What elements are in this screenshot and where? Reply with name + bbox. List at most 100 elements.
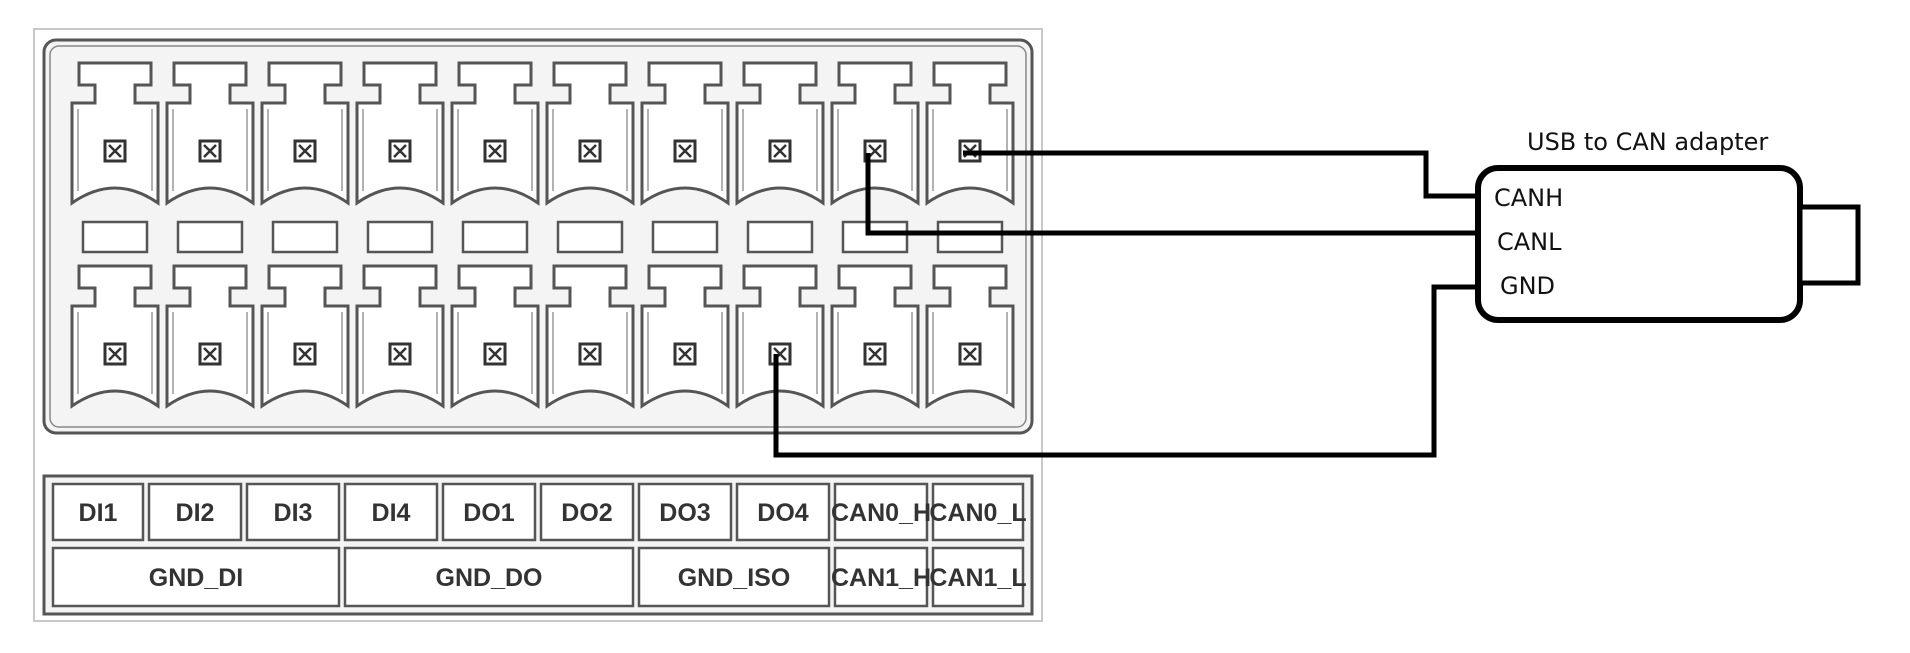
screw-cross	[488, 347, 502, 361]
terminal-housing	[165, 61, 255, 206]
top-terminal-3	[260, 61, 350, 206]
terminal-label-di4: DI4	[372, 499, 411, 527]
terminal-inner-edge	[457, 109, 533, 191]
terminal-inner-edge	[742, 312, 818, 394]
terminal-inner-edge	[172, 109, 248, 191]
screw-cross	[298, 347, 312, 361]
label-cell	[735, 482, 831, 542]
wire-gnd	[773, 284, 1478, 458]
connector-inner-shell	[49, 45, 1027, 428]
terminal-housing	[260, 61, 350, 206]
terminal-inner-edge	[77, 312, 153, 394]
terminal-housing	[260, 264, 350, 409]
top-terminal-10	[925, 61, 1015, 206]
terminal-inner-edge	[932, 312, 1008, 394]
terminal-label-can1-l: CAN1_L	[929, 564, 1026, 592]
screw-cross	[203, 144, 217, 158]
label-cell	[539, 482, 635, 542]
top-terminal-2	[165, 61, 255, 206]
terminal-housing	[450, 264, 540, 409]
screw-cross	[488, 144, 502, 158]
top-terminal-9	[830, 61, 920, 206]
bottom-terminal-1	[70, 264, 160, 409]
screw-cross	[108, 347, 122, 361]
slot-8	[746, 220, 814, 254]
slot-3	[271, 220, 339, 254]
wire-canl	[865, 153, 1478, 236]
screw-cross	[203, 347, 217, 361]
terminal-inner-edge	[457, 312, 533, 394]
label-cell	[343, 546, 635, 608]
terminal-inner-edge	[647, 312, 723, 394]
label-cell	[637, 482, 733, 542]
terminal-label-gnd-di: GND_DI	[149, 564, 243, 592]
label-cell	[833, 482, 929, 542]
terminal-housing	[830, 61, 920, 206]
terminal-label-can0-l: CAN0_L	[929, 499, 1026, 527]
slot-7	[651, 220, 719, 254]
terminal-label-di3: DI3	[274, 499, 313, 527]
terminal-inner-edge	[77, 109, 153, 191]
screw-cross	[868, 144, 882, 158]
pin-label-gnd: GND	[1500, 272, 1555, 300]
label-cell	[441, 482, 537, 542]
terminal-inner-edge	[837, 109, 913, 191]
terminal-label-can1-h: CAN1_H	[831, 564, 931, 592]
usb-plug	[1797, 204, 1861, 286]
terminal-inner-edge	[552, 109, 628, 191]
bottom-terminal-8	[735, 264, 825, 409]
terminal-label-do1: DO1	[463, 499, 515, 527]
label-cell	[637, 546, 831, 608]
slot-2	[176, 220, 244, 254]
slot-4	[366, 220, 434, 254]
label-cell	[343, 482, 439, 542]
wires	[773, 150, 1478, 458]
terminal-inner-edge	[172, 312, 248, 394]
label-cell	[931, 546, 1025, 608]
terminal-label-gnd-iso: GND_ISO	[678, 564, 791, 592]
slot-10	[936, 220, 1004, 254]
bottom-terminal-7	[640, 264, 730, 409]
terminal-label-gnd-do: GND_DO	[436, 564, 543, 592]
terminal-housing	[355, 264, 445, 409]
bottom-terminal-4	[355, 264, 445, 409]
terminal-housing	[640, 61, 730, 206]
slot-6	[556, 220, 624, 254]
screw-cross	[963, 347, 977, 361]
top-terminal-5	[450, 61, 540, 206]
slot-1	[81, 220, 149, 254]
wire-canh	[963, 150, 1478, 199]
screw-cross	[298, 144, 312, 158]
bottom-terminal-6	[545, 264, 635, 409]
screw-cross	[393, 144, 407, 158]
pin-label-canh: CANH	[1494, 184, 1563, 212]
screw-cross	[393, 347, 407, 361]
terminal-housing	[545, 264, 635, 409]
usb-can-adapter: USB to CAN adapter CANH CANL GND	[1475, 128, 1861, 323]
screw-cross	[583, 144, 597, 158]
label-cell	[931, 482, 1025, 542]
label-cell	[833, 546, 929, 608]
slot-5	[461, 220, 529, 254]
top-terminal-8	[735, 61, 825, 206]
terminal-inner-edge	[362, 109, 438, 191]
terminal-housing	[165, 264, 255, 409]
label-cell	[51, 546, 341, 608]
bottom-terminal-9	[830, 264, 920, 409]
middle-slot-row	[81, 220, 1004, 254]
bottom-terminal-3	[260, 264, 350, 409]
terminal-label-di1: DI1	[79, 499, 118, 527]
terminal-housing	[830, 264, 920, 409]
terminal-housing	[450, 61, 540, 206]
terminal-inner-edge	[267, 109, 343, 191]
bottom-terminal-2	[165, 264, 255, 409]
top-terminal-6	[545, 61, 635, 206]
label-cell	[147, 482, 243, 542]
screw-cross	[108, 144, 122, 158]
terminal-housing	[735, 264, 825, 409]
screw-cross	[773, 144, 787, 158]
terminal-inner-edge	[267, 312, 343, 394]
